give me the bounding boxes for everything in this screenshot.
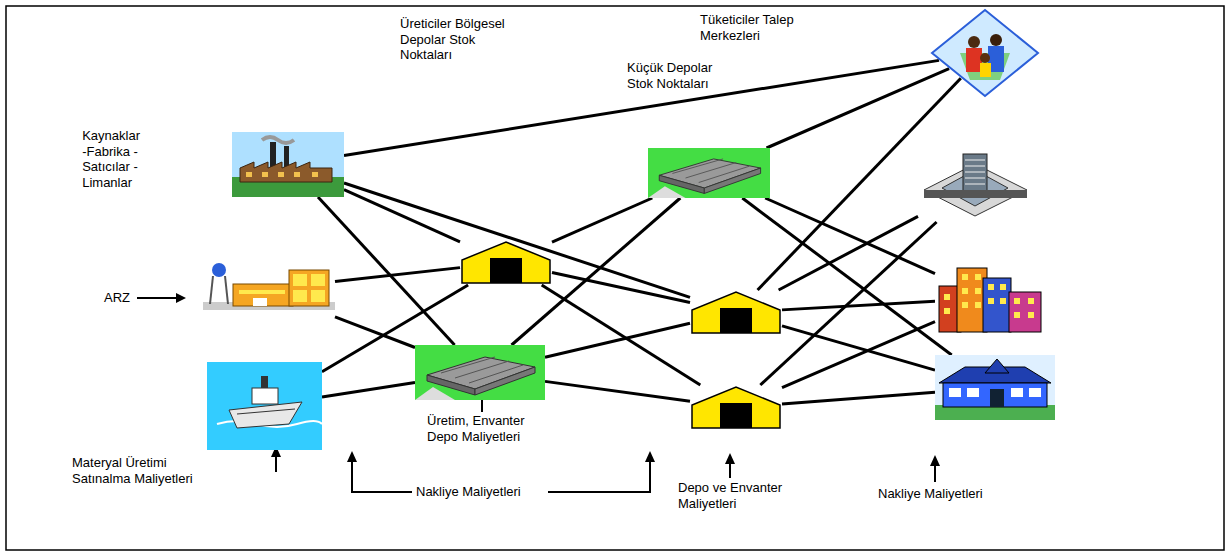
connector-line	[779, 216, 918, 290]
connector	[545, 381, 690, 401]
connector-line	[758, 78, 961, 290]
plant-icon-graphic	[193, 262, 335, 317]
connector	[782, 392, 935, 404]
connector	[322, 383, 415, 397]
factory-icon: Kaynaklar -Fabrika -Satıcılar -Limanlar	[232, 132, 344, 197]
connector	[782, 301, 935, 310]
connector	[779, 216, 918, 290]
consumer-diamond: Tüketiciler Talep Merkezleri	[930, 8, 1040, 98]
connector	[782, 322, 935, 388]
annotation-label: Üretim, Envanter Depo Maliyetleri	[425, 413, 551, 444]
annotation-label: Nakliye Maliyetleri	[414, 484, 523, 500]
connector-line	[782, 301, 935, 310]
annotation-label: Nakliye Maliyetleri	[876, 486, 985, 502]
node-label: Tüketiciler Talep Merkezleri	[700, 12, 812, 43]
connector	[552, 273, 690, 303]
warehouse-icon-graphic	[690, 290, 782, 335]
connector-line	[545, 323, 690, 357]
connector-line	[344, 60, 939, 155]
connector	[335, 268, 460, 282]
connector-line	[767, 69, 950, 148]
warehouse-icon-graphic	[648, 148, 770, 198]
plant-icon	[193, 262, 335, 317]
warehouse-icon	[690, 290, 782, 335]
annotation-label: Depo ve Envanter Maliyetleri	[676, 480, 820, 511]
warehouse-icon	[690, 385, 782, 430]
connector-line	[782, 392, 935, 404]
warehouse-icon-graphic	[690, 385, 782, 430]
frame	[6, 6, 1224, 550]
node-label: Kaynaklar -Fabrika -Satıcılar -Limanlar	[82, 128, 140, 190]
connector	[545, 323, 690, 357]
factory-icon-graphic	[232, 132, 344, 197]
house-icon-graphic	[935, 355, 1055, 420]
annotation-label: Materyal Üretimi Satınalma Maliyetleri	[70, 455, 224, 486]
consumer-diamond-graphic	[930, 8, 1040, 98]
city-icon-graphic	[935, 262, 1045, 334]
store-icon	[918, 150, 1033, 222]
warehouse-icon	[460, 240, 552, 285]
warehouse-icon-graphic	[415, 345, 545, 400]
connector-line	[335, 317, 415, 348]
warehouse-icon	[415, 345, 545, 400]
connector-line	[545, 381, 690, 401]
connector	[758, 78, 961, 290]
city-icon	[935, 262, 1045, 334]
connector	[344, 60, 939, 155]
warehouse-icon-graphic	[460, 240, 552, 285]
store-icon-graphic	[918, 150, 1033, 222]
connector	[335, 317, 415, 348]
connector-line	[552, 273, 690, 303]
connector	[767, 69, 950, 148]
cost-arrows	[137, 293, 940, 492]
connector-line	[344, 183, 690, 297]
connector-line	[782, 322, 935, 388]
connector-line	[335, 268, 460, 282]
annotation-label: Küçük Depolar Stok Noktaları	[625, 60, 737, 91]
warehouse-icon	[648, 148, 770, 198]
house-icon	[935, 355, 1055, 420]
annotation-label: Üreticiler Bölgesel Depolar Stok Noktala…	[398, 16, 520, 63]
port-icon	[207, 362, 322, 450]
annotation-label: ARZ	[102, 290, 132, 306]
port-icon-graphic	[207, 362, 322, 450]
connector-line	[322, 383, 415, 397]
connector	[344, 183, 690, 297]
